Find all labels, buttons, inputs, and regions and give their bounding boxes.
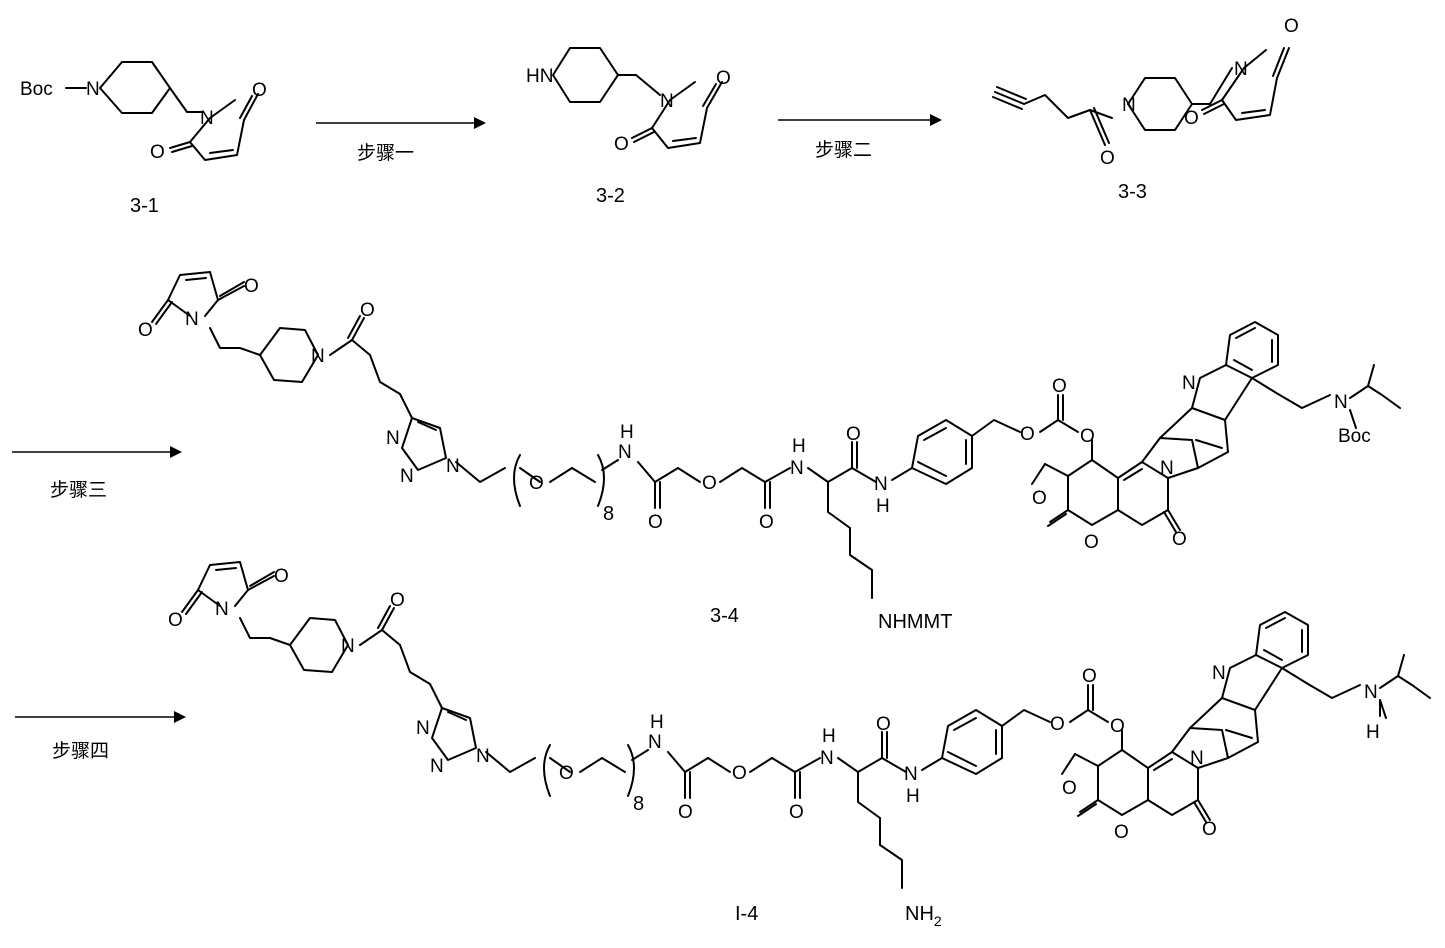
compound-I-4-labels: N O O N O N N N O 8 N H O O O N H O N H …: [168, 566, 1380, 929]
triazole-nitrogen: N: [476, 746, 490, 767]
peg-oxygen: O: [559, 763, 574, 784]
piperidine-nitrogen: N: [1122, 95, 1136, 116]
piperidine-nitrogen: N: [311, 346, 325, 367]
compound-label: I-4: [735, 903, 758, 925]
carbonyl-oxygen: O: [716, 68, 731, 89]
compound-3-4-labels: N O O N O N N N O 8 N H O O O N H O N H …: [138, 276, 1371, 633]
step-label: 步骤一: [357, 142, 414, 164]
carbonate-oxygen: O: [1052, 376, 1067, 397]
triazole-nitrogen: N: [446, 456, 460, 477]
anilide-hydrogen: H: [906, 786, 920, 807]
piperidine-nitrogen: N: [341, 636, 355, 657]
maleimide-nitrogen: N: [215, 599, 229, 620]
pyridone-oxygen: O: [1202, 819, 1217, 840]
amide-nitrogen: N: [790, 458, 804, 479]
amide-oxygen: O: [876, 714, 891, 735]
triazole-nitrogen: N: [386, 428, 400, 449]
amide-hydrogen: H: [620, 422, 634, 443]
carbonate-oxygen: O: [1020, 424, 1035, 445]
compound-3-4: [152, 272, 1400, 598]
pyridone-nitrogen: N: [1190, 748, 1204, 769]
reaction-arrow-step-3: 步骤三: [12, 446, 182, 501]
compound-label: 3-4: [710, 605, 739, 627]
pyridone-oxygen: O: [1172, 529, 1187, 550]
amide-oxygen: O: [1100, 148, 1115, 169]
reaction-arrow-step-2: 步骤二: [778, 114, 942, 161]
anilide-nitrogen: N: [874, 474, 888, 495]
amide-oxygen: O: [678, 802, 693, 823]
maleimide-nitrogen: N: [200, 108, 214, 129]
peg-oxygen: O: [529, 473, 544, 494]
compound-label: 3-2: [596, 185, 625, 207]
carbonate-oxygen: O: [1080, 426, 1095, 447]
amide-oxygen: O: [648, 512, 663, 533]
amide-oxygen: O: [789, 802, 804, 823]
amide-hydrogen: H: [792, 436, 806, 457]
carbonate-oxygen: O: [1110, 716, 1125, 737]
anilide-nitrogen: N: [904, 764, 918, 785]
compound-3-3: N N O O O 3-3: [993, 16, 1299, 203]
amine-nitrogen: N: [1334, 392, 1348, 413]
pyridone-nitrogen: N: [1160, 458, 1174, 479]
carbonyl-oxygen: O: [168, 610, 183, 631]
boc-group: Boc: [1338, 426, 1371, 447]
carbonyl-oxygen: O: [614, 134, 629, 155]
step-label: 步骤三: [50, 479, 107, 501]
amide-hydrogen: H: [822, 726, 836, 747]
amine-nitrogen: N: [1364, 682, 1378, 703]
carbonate-oxygen: O: [1082, 666, 1097, 687]
amine-subscript: 2: [934, 913, 942, 929]
ether-oxygen: O: [732, 763, 747, 784]
reaction-arrow-step-1: 步骤一: [316, 117, 486, 164]
ether-oxygen: O: [702, 473, 717, 494]
reaction-arrow-step-4: 步骤四: [15, 711, 186, 762]
carbonyl-oxygen: O: [252, 80, 267, 101]
amide-nitrogen: N: [618, 442, 632, 463]
anilide-hydrogen: H: [876, 496, 890, 517]
maleimide-nitrogen: N: [185, 309, 199, 330]
compound-3-1: Boc N N O O 3-1: [20, 62, 267, 217]
quinoline-nitrogen: N: [1212, 663, 1226, 684]
triazole-nitrogen: N: [430, 756, 444, 777]
compound-label: 3-3: [1118, 181, 1147, 203]
quinoline-nitrogen: N: [1182, 373, 1196, 394]
amide-oxygen: O: [846, 424, 861, 445]
carbonyl-oxygen: O: [150, 142, 165, 163]
lactone-ring-oxygen: O: [1084, 532, 1099, 553]
piperidine-nh: HN: [526, 66, 553, 87]
lactone-oxygen: O: [1032, 488, 1047, 509]
carbonate-oxygen: O: [1050, 714, 1065, 735]
compound-I-4: [182, 562, 1436, 888]
step-label: 步骤二: [815, 139, 872, 161]
carbonyl-oxygen: O: [244, 276, 259, 297]
compound-label: 3-1: [130, 195, 159, 217]
carbonyl-oxygen: O: [138, 320, 153, 341]
lysine-terminal-group: NHMMT: [878, 611, 952, 633]
lysine-terminal-group: NH2: [905, 903, 942, 929]
lactone-ring-oxygen: O: [1114, 822, 1129, 843]
amine-nh: NH: [905, 903, 934, 925]
triazole-nitrogen: N: [416, 718, 430, 739]
amine-hydrogen: H: [1366, 722, 1380, 743]
step-label: 步骤四: [52, 740, 109, 762]
carbonyl-oxygen: O: [1184, 108, 1199, 129]
compound-3-2: HN N O O 3-2: [526, 48, 731, 207]
triazole-nitrogen: N: [400, 466, 414, 487]
amide-hydrogen: H: [650, 712, 664, 733]
piperidine-nitrogen: N: [86, 79, 100, 100]
amide-nitrogen: N: [820, 748, 834, 769]
maleimide-nitrogen: N: [1234, 59, 1248, 80]
boc-group: Boc: [20, 79, 53, 100]
amide-nitrogen: N: [648, 732, 662, 753]
carbonyl-oxygen: O: [1284, 16, 1299, 37]
peg-repeat-count: 8: [633, 793, 644, 815]
maleimide-nitrogen: N: [660, 91, 674, 112]
lactone-oxygen: O: [1062, 778, 1077, 799]
peg-repeat-count: 8: [603, 503, 614, 525]
carbonyl-oxygen: O: [274, 566, 289, 587]
amide-oxygen: O: [390, 590, 405, 611]
amide-oxygen: O: [759, 512, 774, 533]
amide-oxygen: O: [360, 300, 375, 321]
